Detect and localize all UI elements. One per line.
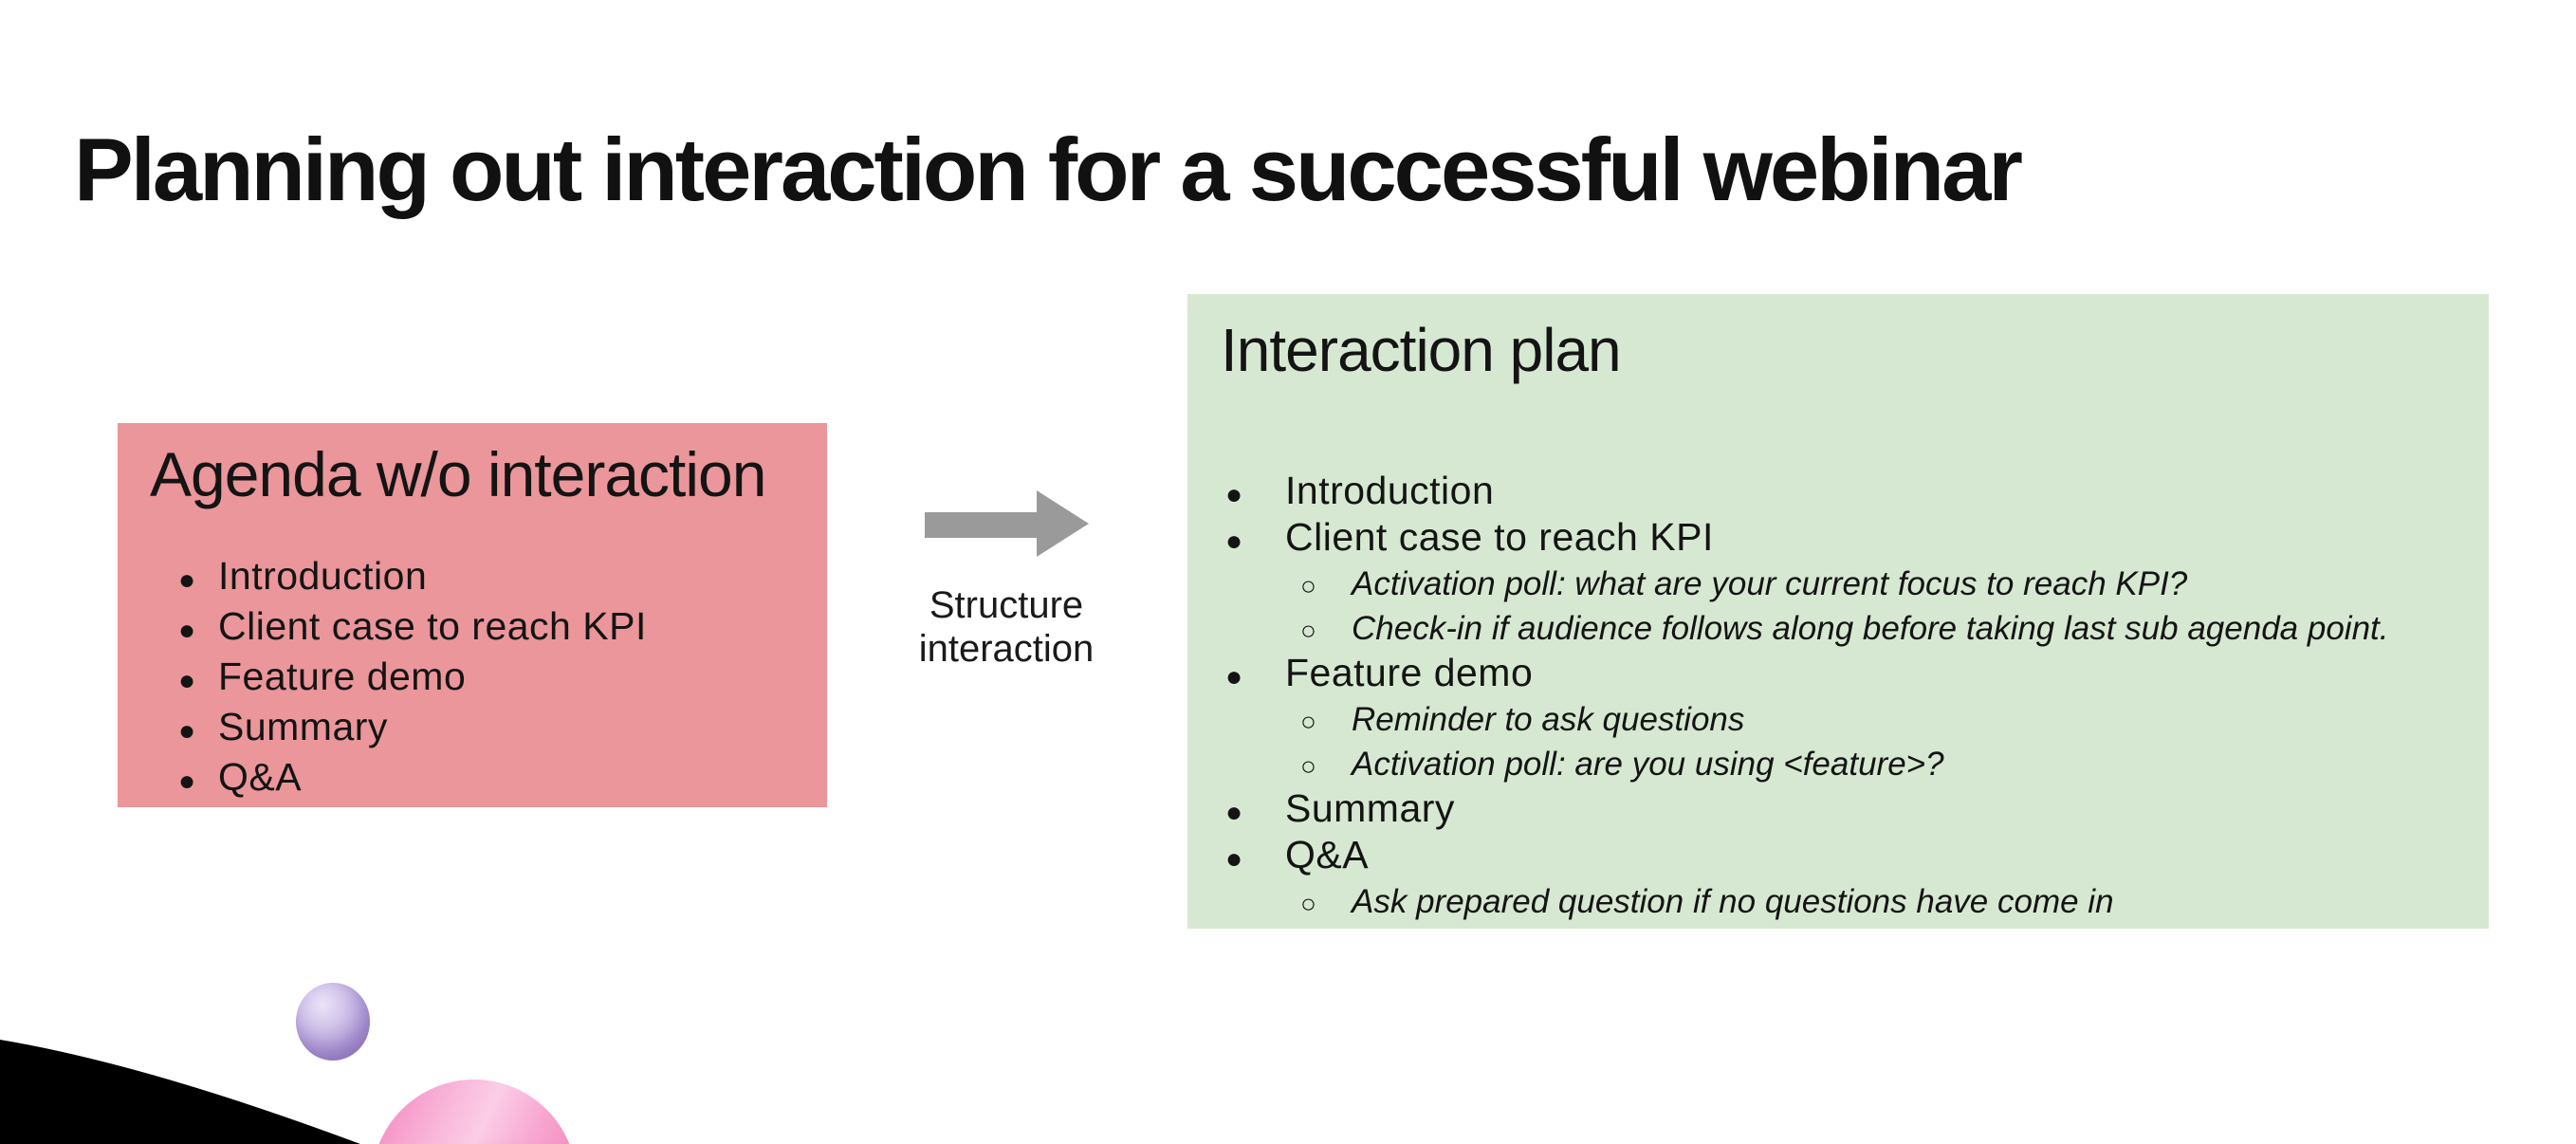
list-item-label: Feature demo [1285,651,1534,694]
bullet-dot-icon: ● [178,665,196,696]
list-item-label: Client case to reach KPI [1285,515,1714,559]
plan-list: ● Introduction ● Client case to reach KPI ○ A… [1187,470,2489,925]
transition-label-line2: interaction [918,628,1095,670]
bullet-dot-icon: ● [1225,843,1243,875]
sub-list-item: ○ Check-in if audience follows along befo… [1187,607,2489,652]
list-item: ● Introduction [118,553,827,603]
bullet-dot-icon: ● [1225,661,1243,692]
sub-list-item: ○ Reminder to ask questions [1187,698,2489,743]
list-item: ● Q&A [1187,834,2489,880]
slide-title: Planning out interaction for a successfu… [74,119,2023,219]
list-item-label: Ask prepared question if no questions ha… [1352,883,2114,920]
plan-heading: Interaction plan [1221,316,1622,384]
list-item-label: Summary [218,705,388,748]
bullet-dot-icon: ● [178,564,196,596]
agenda-heading: Agenda w/o interaction [150,439,766,509]
bullet-dot-icon: ● [1225,797,1243,828]
bullet-dot-icon: ● [178,615,196,646]
bullet-circle-icon: ○ [1300,616,1316,645]
plan-box: Interaction plan ● Introduction ● Client ca… [1187,294,2489,929]
list-item: ● Summary [118,704,827,754]
list-item-label: Q&A [218,755,303,799]
bullet-circle-icon: ○ [1300,751,1316,781]
list-item-label: Q&A [1285,833,1370,876]
list-item: ● Client case to reach KPI [118,603,827,654]
bullet-circle-icon: ○ [1300,571,1316,600]
bullet-circle-icon: ○ [1300,889,1316,918]
sub-list-item: ○ Activation poll: are you using <feature… [1187,743,2489,787]
list-item-label: Activation poll: what are your current f… [1352,565,2188,602]
list-item: ● Feature demo [1187,652,2489,698]
black-corner-shape [0,1040,360,1144]
arrow-right-icon [925,490,1089,557]
list-item-label: Introduction [218,554,428,598]
list-item: ● Q&A [118,754,827,804]
agenda-list: ● Introduction ● Client case to reach KPI ● F… [118,553,827,804]
bullet-dot-icon: ● [1225,526,1243,557]
purple-planet-image [296,983,370,1061]
bullet-dot-icon: ● [178,715,196,747]
list-item-label: Client case to reach KPI [218,604,647,648]
agenda-box: Agenda w/o interaction ● Introduction ● Cli… [118,423,827,807]
list-item-label: Summary [1285,786,1455,830]
transition-label-line1: Structure [929,584,1084,626]
list-item-label: Introduction [1285,469,1495,512]
transition-label: Structure interaction [878,583,1134,671]
bullet-dot-icon: ● [178,766,196,797]
list-item: ● Introduction [1187,470,2489,516]
sub-list-item: ○ Ask prepared question if no questions h… [1187,880,2489,925]
list-item: ● Summary [1187,787,2489,834]
list-item-label: Feature demo [218,655,467,698]
list-item-label: Reminder to ask questions [1352,701,1745,738]
pink-planet-image [372,1079,577,1144]
bullet-circle-icon: ○ [1300,707,1316,736]
list-item: ● Feature demo [118,654,827,704]
list-item: ● Client case to reach KPI [1187,516,2489,563]
list-item-label: Check-in if audience follows along befor… [1352,610,2389,647]
bullet-dot-icon: ● [1225,479,1243,510]
list-item-label: Activation poll: are you using <feature>… [1352,746,1944,783]
sub-list-item: ○ Activation poll: what are your current … [1187,563,2489,607]
